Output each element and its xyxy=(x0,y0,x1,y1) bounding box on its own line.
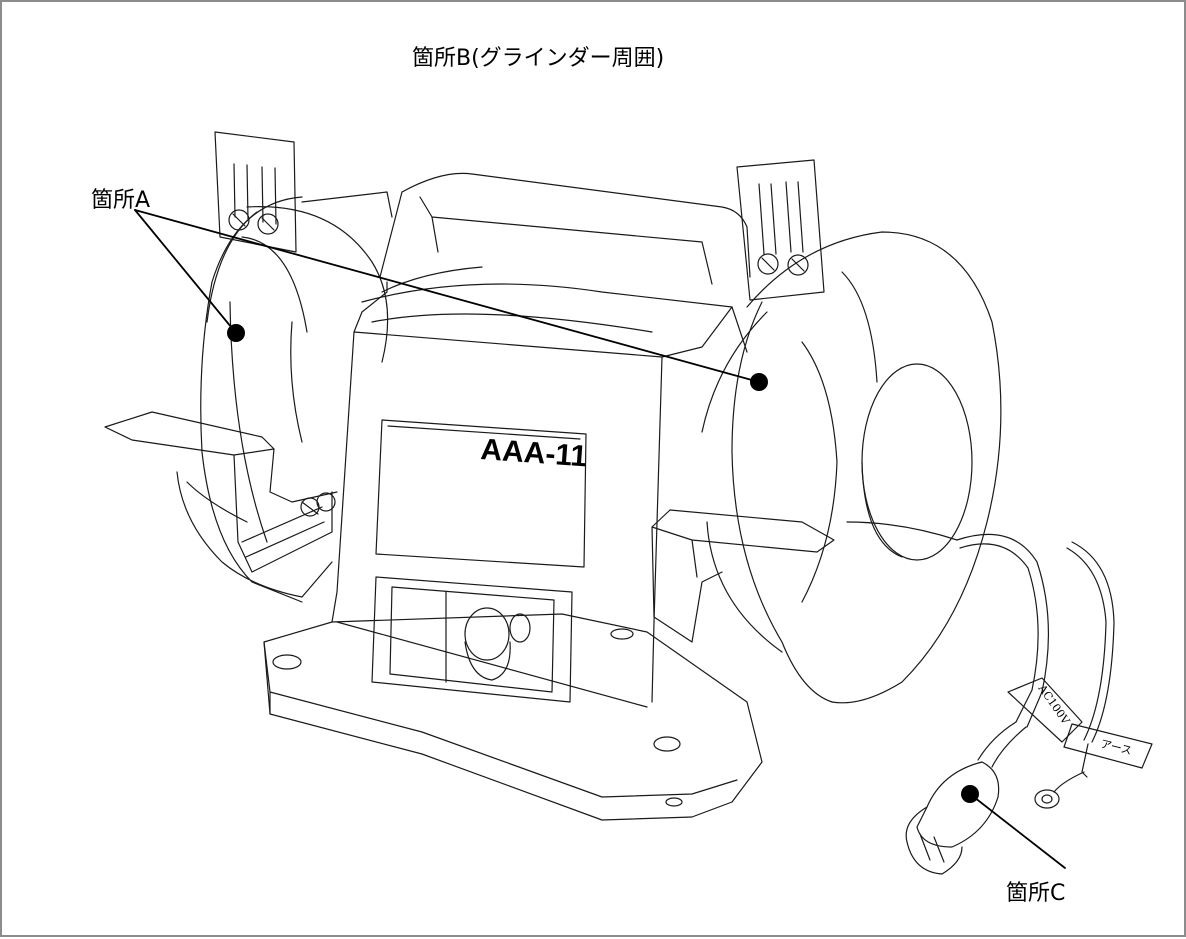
leader-lines xyxy=(134,209,1066,869)
marker-c xyxy=(961,785,979,803)
earth-tag-text: アース xyxy=(1099,737,1133,757)
leader-a-left xyxy=(134,209,237,334)
diagram-title: 箇所B(グラインダー周囲) xyxy=(412,46,665,71)
left-tool-rest xyxy=(104,411,338,573)
base-plate xyxy=(263,613,763,821)
right-grinding-wheel xyxy=(701,231,1002,704)
power-switch xyxy=(371,576,573,703)
model-nameplate xyxy=(375,419,587,568)
label-location-c: 箇所C xyxy=(1006,881,1066,906)
motor-housing xyxy=(331,172,751,708)
model-plate-text: AAA-11 xyxy=(480,433,589,473)
left-grinding-wheel xyxy=(176,191,393,603)
cord-tag-text: AC100V xyxy=(1035,681,1073,727)
earth-wire xyxy=(1034,541,1153,809)
cord-joint xyxy=(846,521,958,541)
leader-a-right xyxy=(134,209,760,383)
marker-a-right xyxy=(750,373,768,391)
left-shield-bracket xyxy=(214,131,308,333)
marker-a-left xyxy=(227,324,245,342)
right-shield-bracket xyxy=(736,159,825,301)
right-tool-rest xyxy=(651,509,835,643)
leader-c xyxy=(969,793,1066,869)
label-location-a: 箇所A xyxy=(91,188,151,213)
power-cord xyxy=(905,533,1083,875)
